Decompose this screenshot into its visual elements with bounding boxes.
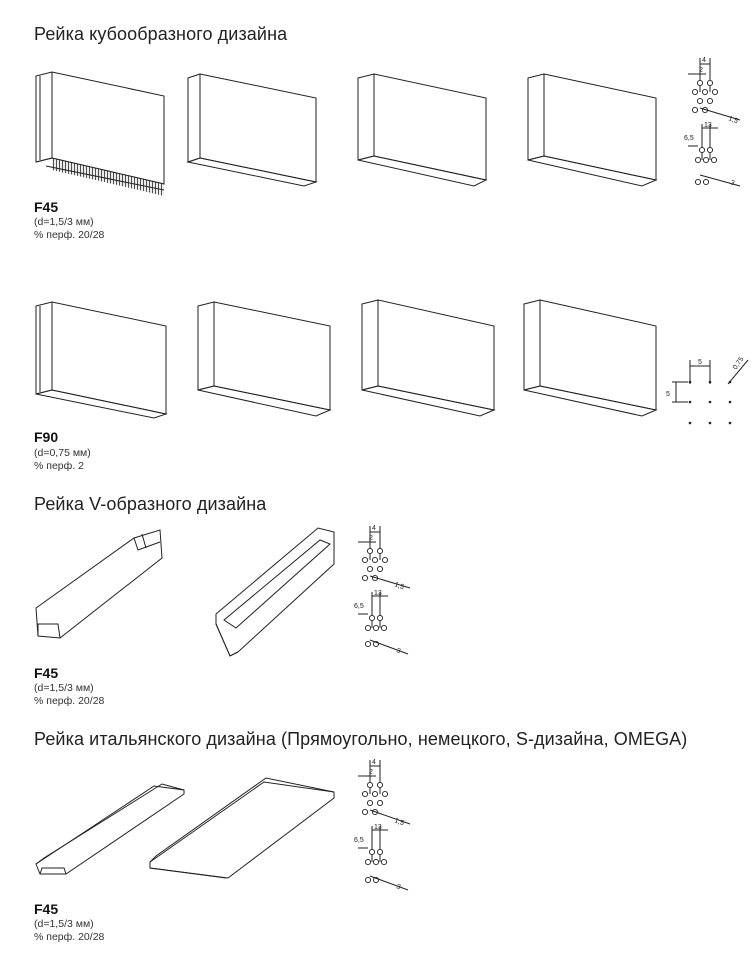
panel-italian-wide <box>149 777 335 879</box>
dim-hole-diameter: 1,5 <box>393 581 405 591</box>
dim-offset-b: 6,5 <box>354 837 364 844</box>
dim-offset: 2 <box>369 769 373 776</box>
perforation-diagram-v-a: 4 2 1,5 <box>358 525 411 591</box>
panel-perforated-f45-3 <box>527 73 658 187</box>
panel-perforated-f45-2 <box>357 73 488 187</box>
dim-pitch-b: 13 <box>374 824 382 831</box>
perforation-diagram-italian-b: 13 6,5 3 <box>354 824 409 891</box>
dim-offset-b: 6,5 <box>354 603 364 610</box>
hole-diameter-spec: (d=1,5/3 мм) <box>34 682 94 694</box>
dim-hole-diameter-f90: 0,75 <box>732 356 746 371</box>
panel-italian-narrow <box>35 783 185 875</box>
panel-perforated-f90-3 <box>523 299 658 417</box>
dim-hole-diameter: 1,5 <box>727 115 739 125</box>
panel-plain-f90 <box>35 301 168 419</box>
product-code: F45 <box>34 199 59 215</box>
panel-v-shaped-1 <box>35 529 163 639</box>
section-heading-italian: Рейка итальянского дизайна (Прямоугольно… <box>34 729 688 749</box>
perforation-spec: % перф. 20/28 <box>34 695 105 707</box>
hole-diameter-spec: (d=0,75 мм) <box>34 447 91 459</box>
dim-pitch-f90: 5 <box>698 359 702 366</box>
panel-perforated-f90-2 <box>361 299 496 417</box>
hole-diameter-spec: (d=1,5/3 мм) <box>34 216 94 228</box>
hole-diameter-spec: (d=1,5/3 мм) <box>34 918 94 930</box>
dim-hole-diameter-b: 3 <box>395 883 401 891</box>
perforation-diagram-f90: 5 5 0,75 <box>666 356 749 425</box>
section-heading-v: Рейка V-образного дизайна <box>34 494 267 514</box>
dim-hole-diameter-b: 3 <box>395 647 401 655</box>
dim-offset-f90: 5 <box>666 391 670 398</box>
section-heading-cube: Рейка кубообразного дизайна <box>34 24 288 44</box>
perforation-diagram-italian-a: 4 2 1,5 <box>358 759 411 827</box>
perforation-spec: % перф. 20/28 <box>34 229 105 241</box>
product-code: F45 <box>34 665 59 681</box>
dim-hole-diameter: 1,5 <box>393 817 405 827</box>
dim-pitch-b: 13 <box>704 122 712 129</box>
dim-pitch-b: 13 <box>374 590 382 597</box>
dim-offset: 2 <box>699 67 703 74</box>
panel-perforated-f90-1 <box>197 301 332 417</box>
perforation-diagram-f45-a: 4 2 1,5 <box>688 57 741 125</box>
perforation-diagram-f45-b: 13 6,5 3 <box>684 122 741 187</box>
perforation-diagram-v-b: 13 6,5 3 <box>354 590 409 655</box>
perforation-spec: % перф. 20/28 <box>34 931 105 943</box>
dim-offset: 2 <box>369 535 373 542</box>
panel-perforated-f45-1 <box>186 73 318 187</box>
dim-pitch: 4 <box>702 57 706 64</box>
dim-offset-b: 6,5 <box>684 135 694 142</box>
product-code: F45 <box>34 901 59 917</box>
perforation-spec: % перф. 2 <box>34 460 84 472</box>
dim-hole-diameter-b: 3 <box>729 179 735 187</box>
product-code: F90 <box>34 429 59 445</box>
dim-pitch: 4 <box>372 525 376 532</box>
panel-plain-f45 <box>35 71 165 196</box>
panel-v-shaped-2 <box>215 527 335 657</box>
dim-pitch: 4 <box>372 759 376 766</box>
